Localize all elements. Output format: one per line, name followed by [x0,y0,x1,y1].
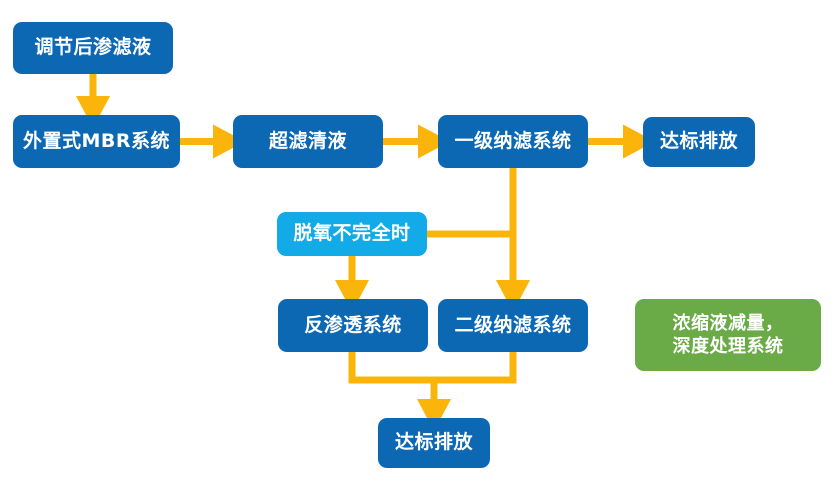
node-label: 超滤清液 [268,129,347,152]
connector-secondary-nf-merge-down [434,352,517,384]
node-standard-discharge-top[interactable]: 达标排放 [643,117,755,167]
node-adjusted-leachate[interactable]: 调节后渗滤液 [13,22,173,74]
node-label: 调节后渗滤液 [34,36,152,59]
node-label-line-2: 深度处理系统 [672,335,784,357]
node-secondary-nanofiltration-system[interactable]: 二级纳滤系统 [438,299,588,352]
node-ultrafiltration-clear-liquid[interactable]: 超滤清液 [233,115,383,168]
node-label: 一级纳滤系统 [454,129,572,152]
node-label: 反渗透系统 [304,313,402,336]
node-label: 脱氧不完全时 [293,222,411,245]
node-label: 达标排放 [659,130,738,153]
node-reverse-osmosis-system[interactable]: 反渗透系统 [278,299,428,352]
node-primary-nanofiltration-system[interactable]: 一级纳滤系统 [438,115,588,168]
node-incomplete-deoxygenation[interactable]: 脱氧不完全时 [277,212,427,256]
node-label-line-1: 浓缩液减量， [672,312,784,334]
node-concentrate-reduction-system[interactable]: 浓缩液减量， 深度处理系统 [635,299,821,371]
node-label: 外置式MBR系统 [22,129,171,152]
node-external-mbr-system[interactable]: 外置式MBR系统 [13,115,180,168]
node-label: 二级纳滤系统 [454,313,572,336]
node-label: 达标排放 [394,431,473,454]
node-standard-discharge-bottom[interactable]: 达标排放 [378,418,490,468]
connector-ro-merge-down [348,352,434,384]
